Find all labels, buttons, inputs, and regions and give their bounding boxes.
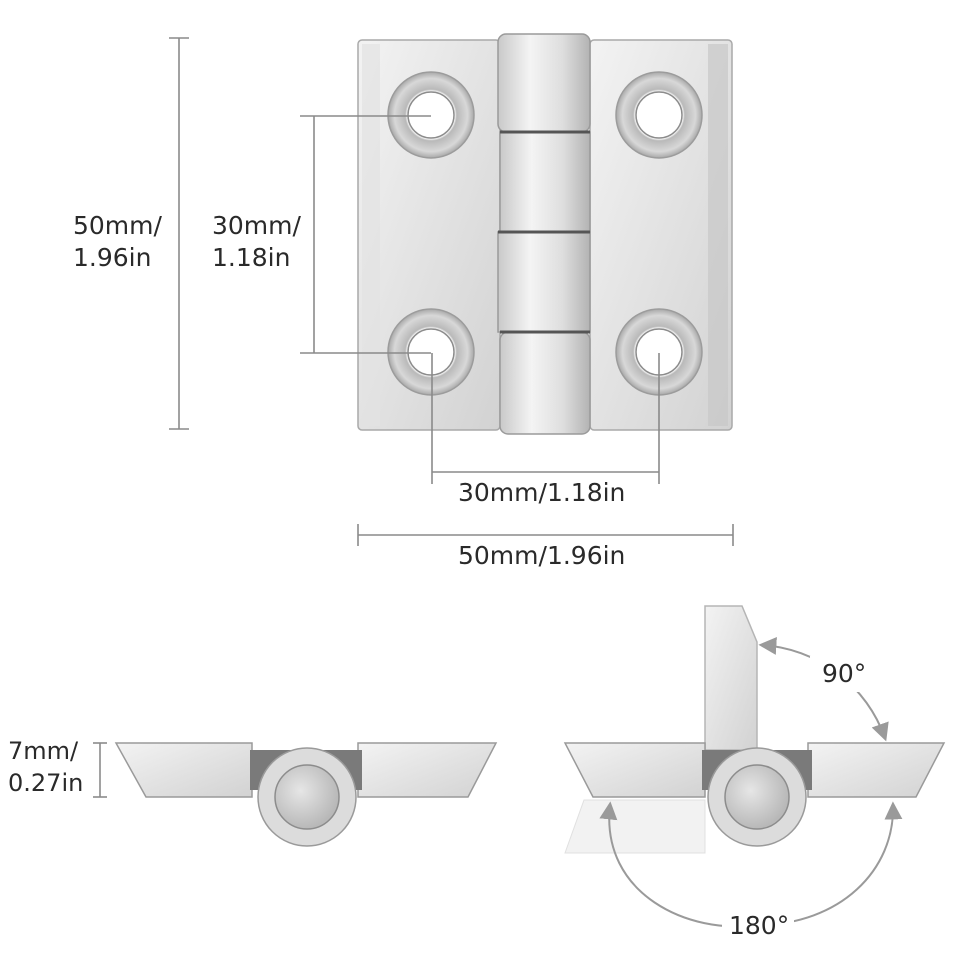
thickness-label: 7mm/ 0.27in [8,737,84,797]
mounting-hole [615,308,703,396]
hinge-pin [274,764,340,830]
knuckle [497,33,591,435]
hinge-pin [724,764,790,830]
mounting-hole [387,308,475,396]
hinge-rotation-view [563,605,946,928]
height-holes-label: 30mm/ 1.18in [212,211,301,272]
mounting-hole [615,71,703,159]
dimension-lines [93,37,734,798]
angle-90-label: 90° [822,659,867,688]
width-holes-label: 30mm/1.18in [458,478,626,507]
height-outer-label: 50mm/ 1.96in [73,211,162,272]
angle-180-label: 180° [729,911,790,940]
mounting-hole [387,71,475,159]
width-outer-label: 50mm/1.96in [458,541,626,570]
hinge-top-view [357,33,733,435]
hinge-side-view [114,742,498,847]
